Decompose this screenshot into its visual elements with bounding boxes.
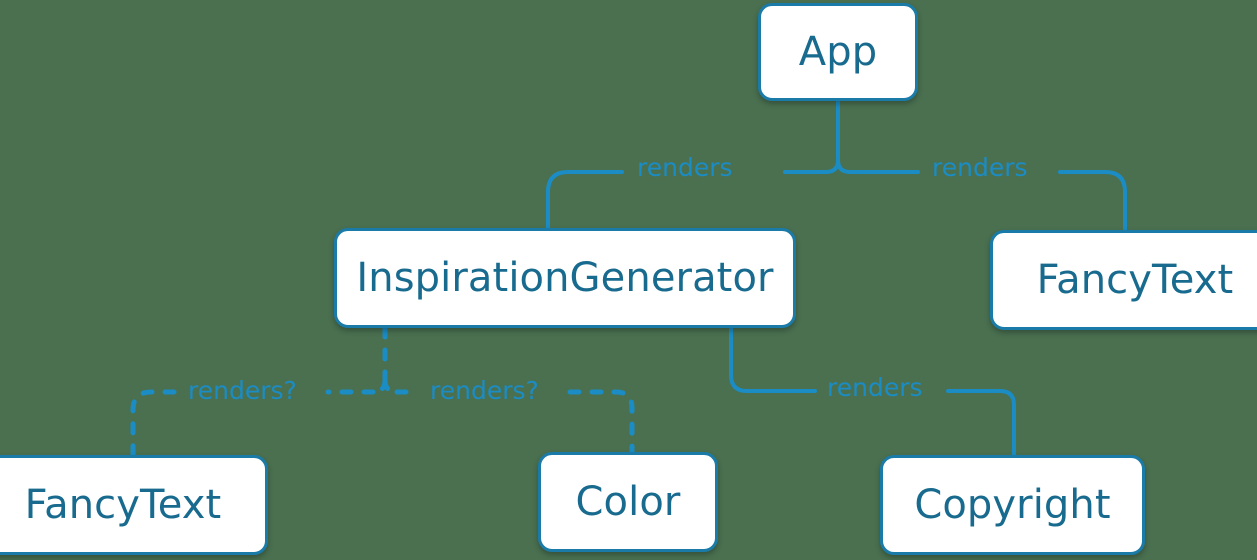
- edge-inspgen-copyright-left: [729, 326, 817, 393]
- node-copyright-label: Copyright: [914, 482, 1111, 528]
- edge-label-app-inspiration-generator: renders: [637, 153, 733, 182]
- edge-inspgen-copyright-right: [946, 389, 1016, 457]
- edge-inspgen-color-outer: [567, 389, 635, 455]
- node-app-label: App: [798, 29, 878, 75]
- node-inspiration-generator[interactable]: InspirationGenerator: [334, 228, 796, 328]
- node-color[interactable]: Color: [538, 452, 718, 552]
- node-copyright[interactable]: Copyright: [880, 455, 1145, 555]
- edge-app-stem-right: [836, 158, 852, 174]
- edge-label-app-fancytext: renders: [932, 153, 1028, 182]
- node-color-label: Color: [575, 479, 681, 525]
- edge-inspgen-fancytext-outer: [130, 389, 177, 458]
- edge-inspgen-dashed-fillet-right: [382, 377, 400, 395]
- node-app[interactable]: App: [758, 3, 918, 101]
- node-fancytext-right-label: FancyText: [1036, 257, 1234, 303]
- node-inspiration-generator-label: InspirationGenerator: [356, 255, 774, 301]
- node-fancytext-bottom[interactable]: FancyText: [0, 455, 268, 555]
- node-fancytext-bottom-label: FancyText: [24, 482, 222, 528]
- edge-app-inspgen-right: [546, 170, 624, 230]
- edge-label-inspiration-generator-copyright: renders: [827, 373, 923, 402]
- edge-label-inspiration-generator-fancytext: renders?: [188, 376, 297, 405]
- edge-label-inspiration-generator-color: renders?: [430, 376, 539, 405]
- edge-app-fancytext-right: [1058, 170, 1127, 232]
- node-fancytext-right[interactable]: FancyText: [990, 230, 1257, 330]
